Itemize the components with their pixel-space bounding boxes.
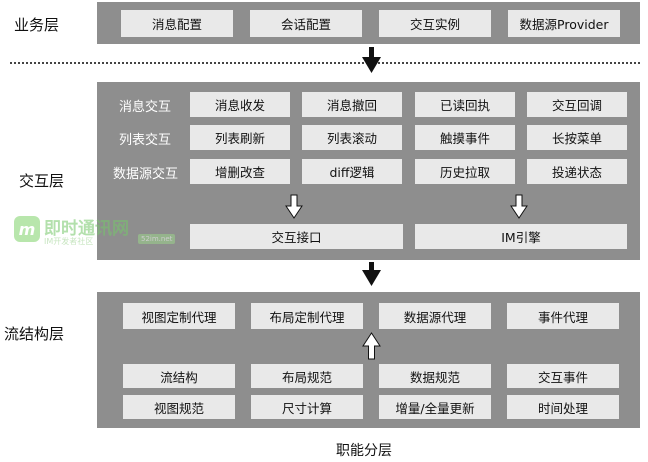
flow-base-item: 数据规范 [379,364,491,388]
flow-base-item: 交互事件 [507,364,619,388]
flow-layer-panel: 视图定制代理 布局定制代理 数据源代理 事件代理 流结构 布局规范 数据规范 交… [97,292,640,428]
row-label-list: 列表交互 [119,133,172,148]
watermark: m 即时通讯网 IM开发者社区 52im.net [14,214,176,250]
flow-base-item: 增量/全量更新 [379,395,491,419]
interaction-item: 消息撤回 [302,92,402,117]
flow-base-item: 布局规范 [251,364,363,388]
interaction-interface-box: 交互接口 [190,224,403,249]
interaction-item: 交互回调 [527,92,627,117]
business-layer-label: 业务层 [14,16,60,34]
interaction-item: 增删改查 [190,159,290,184]
business-item: 会话配置 [250,10,362,37]
watermark-site: 52im.net [138,234,176,244]
interaction-item: 投递状态 [527,159,627,184]
flow-layer-label: 流结构层 [4,325,65,343]
interaction-layer-panel: 消息交互 消息收发 消息撤回 已读回执 交互回调 列表交互 列表刷新 列表滚动 … [97,82,640,260]
business-layer-panel: 消息配置 会话配置 交互实例 数据源Provider [97,2,640,44]
solid-down-arrow [362,47,381,73]
interaction-item: 列表滚动 [302,125,402,150]
watermark-subtitle: IM开发者社区 [44,237,94,246]
interaction-item: 消息收发 [190,92,290,117]
layer-separator [10,62,640,64]
watermark-logo-icon: m [14,216,40,242]
flow-base-item: 时间处理 [507,395,619,419]
im-engine-box: IM引擎 [415,224,627,249]
business-item: 数据源Provider [508,10,620,37]
interaction-item: 触摸事件 [415,125,515,150]
row-label-message: 消息交互 [119,100,172,115]
solid-down-arrow [362,262,381,286]
row-label-datasource: 数据源交互 [113,167,179,182]
business-item: 消息配置 [121,10,233,37]
proxy-item: 事件代理 [507,303,619,329]
flow-base-item: 流结构 [123,364,235,388]
flow-base-item: 尺寸计算 [251,395,363,419]
interaction-item: diff逻辑 [302,159,402,184]
business-item: 交互实例 [379,10,491,37]
interaction-item: 已读回执 [415,92,515,117]
interaction-item: 长按菜单 [527,125,627,150]
diagram-caption: 职能分层 [336,443,392,459]
watermark-title: 即时通讯网 [44,219,129,239]
interaction-item: 历史拉取 [415,159,515,184]
proxy-item: 数据源代理 [379,303,491,329]
interaction-layer-label: 交互层 [19,172,65,190]
flow-base-item: 视图规范 [123,395,235,419]
proxy-item: 视图定制代理 [123,303,235,329]
interaction-item: 列表刷新 [190,125,290,150]
proxy-item: 布局定制代理 [251,303,363,329]
